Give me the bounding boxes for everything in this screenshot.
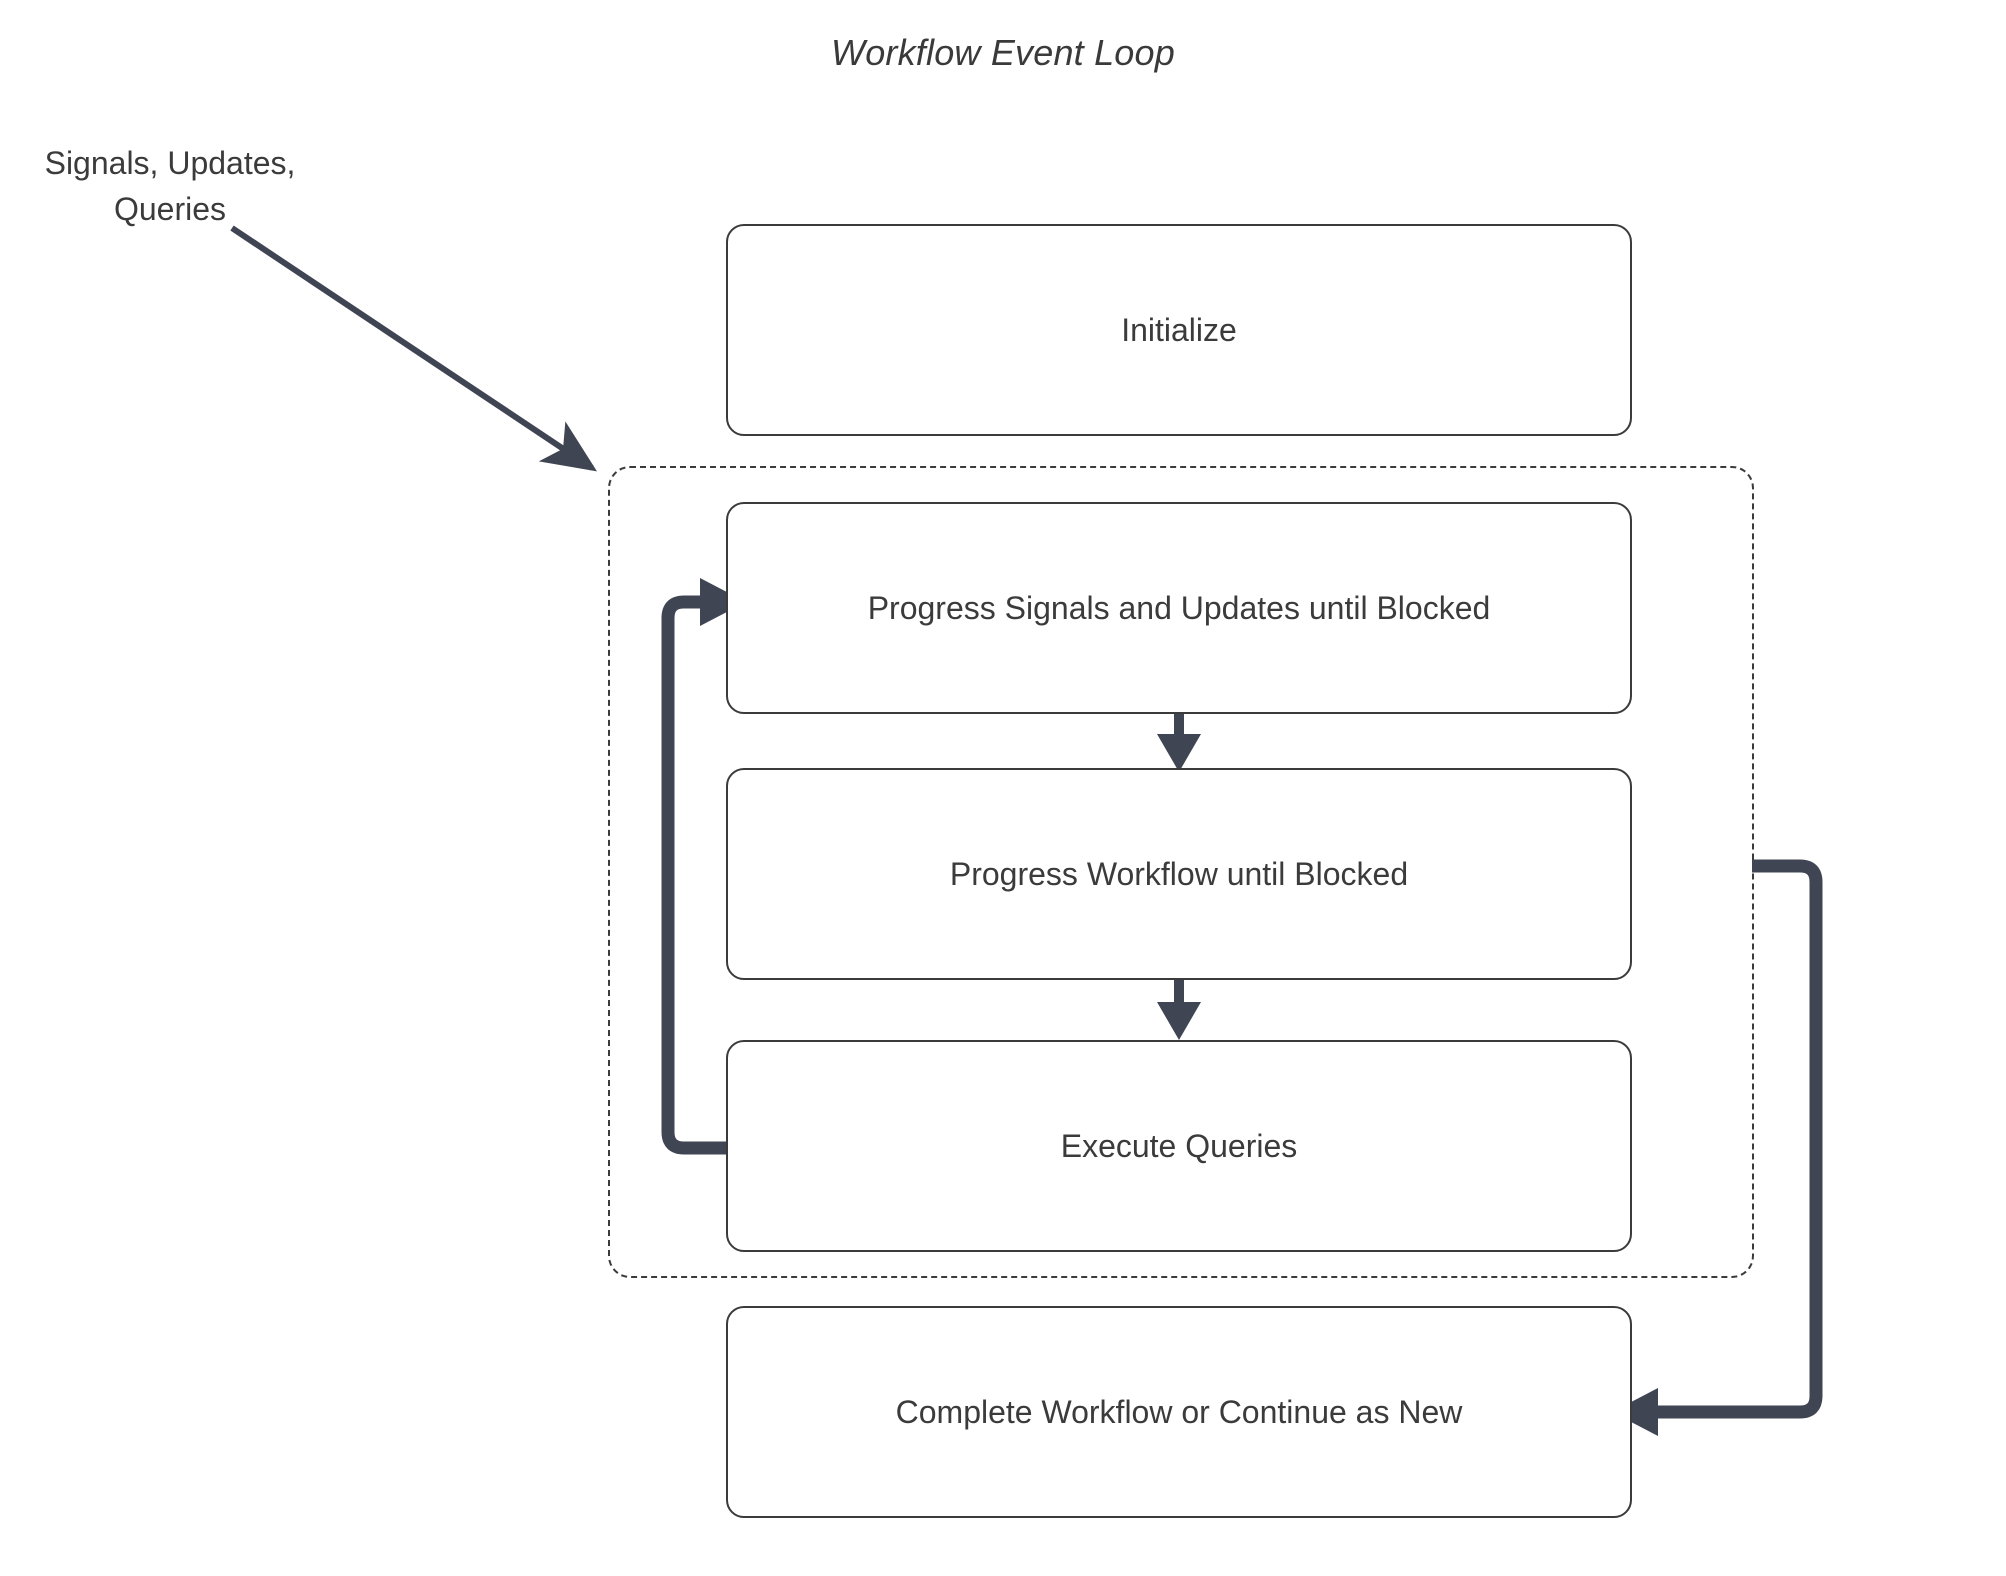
node-execute-queries-label: Execute Queries [1060,1127,1298,1164]
edge-group-to-complete-loop [1612,859,1823,1436]
edge-queries-to-signals-loop [661,578,746,1155]
external-input-label-line1: Signals, Updates, [44,145,296,181]
edge-workflow-to-queries [1157,980,1201,1040]
node-progress-signals-and-updates[interactable]: Progress Signals and Updates until Block… [726,502,1632,714]
page-title: Workflow Event Loop [831,32,1175,73]
external-input-label-line2: Queries [113,191,227,227]
node-initialize-label: Initialize [1121,311,1237,348]
node-complete-workflow-label: Complete Workflow or Continue as New [895,1393,1463,1430]
node-execute-queries[interactable]: Execute Queries [726,1040,1632,1252]
edge-external-to-group [230,225,597,472]
external-input-label: Signals, Updates, Queries [20,140,320,232]
node-progress-workflow[interactable]: Progress Workflow until Blocked [726,768,1632,980]
node-progress-signals-label: Progress Signals and Updates until Block… [867,589,1491,626]
edge-signals-to-workflow [1157,714,1201,772]
node-complete-workflow[interactable]: Complete Workflow or Continue as New [726,1306,1632,1518]
node-initialize[interactable]: Initialize [726,224,1632,436]
node-progress-workflow-label: Progress Workflow until Blocked [949,855,1409,892]
